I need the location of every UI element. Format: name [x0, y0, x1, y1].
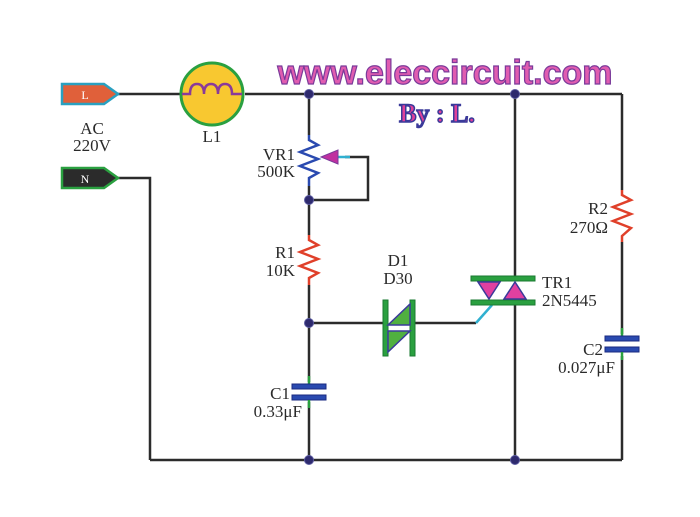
filament-icon [182, 82, 242, 96]
r2-ref: R2 [588, 199, 608, 218]
supply-label-voltage: 220V [73, 136, 112, 155]
d1-ref: D1 [388, 251, 409, 270]
supply-label-ac: AC [80, 119, 104, 138]
terminal-neutral: N [60, 166, 121, 190]
r1-value: 10K [266, 261, 296, 280]
lamp-l1 [179, 61, 245, 127]
wire-gate [475, 304, 493, 324]
tr1-ref: TR1 [542, 273, 572, 292]
diac-d1-icon [382, 299, 416, 357]
vr1-ref: VR1 [263, 145, 295, 164]
author-label: By : L. [399, 99, 475, 128]
r2-value: 270Ω [570, 218, 608, 237]
terminal-line: L [60, 82, 121, 106]
resistor-r1-icon [296, 235, 322, 285]
c2-ref: C2 [583, 340, 603, 359]
junction-node [304, 89, 314, 99]
terminal-line-label: L [81, 88, 88, 102]
c1-value: 0.33μF [254, 402, 302, 421]
wire-neutral [118, 176, 152, 460]
r1-ref: R1 [275, 243, 295, 262]
website-title: www.eleccircuit.com [276, 54, 612, 92]
junction-node [304, 455, 314, 465]
triac-tr1-icon [470, 275, 536, 306]
vr1-value: 500K [257, 162, 296, 181]
tr1-value: 2N5445 [542, 291, 597, 310]
resistor-r2-icon [609, 190, 635, 242]
potentiometer-vr1-icon [296, 135, 322, 186]
lamp-ref: L1 [203, 127, 222, 146]
lamp-icon [179, 61, 245, 127]
junction-node [510, 89, 520, 99]
c2-value: 0.027μF [558, 358, 615, 377]
capacitor-c2-icon [604, 328, 640, 360]
junction-node [510, 455, 520, 465]
junction-node [304, 318, 314, 328]
terminal-neutral-label: N [81, 172, 90, 186]
c1-ref: C1 [270, 384, 290, 403]
wire-wiper-loop [309, 155, 370, 202]
capacitor-c1-icon [291, 376, 327, 408]
junction-node [304, 195, 314, 205]
d1-value: D30 [383, 269, 412, 288]
wiper-arrow-icon [319, 149, 339, 165]
